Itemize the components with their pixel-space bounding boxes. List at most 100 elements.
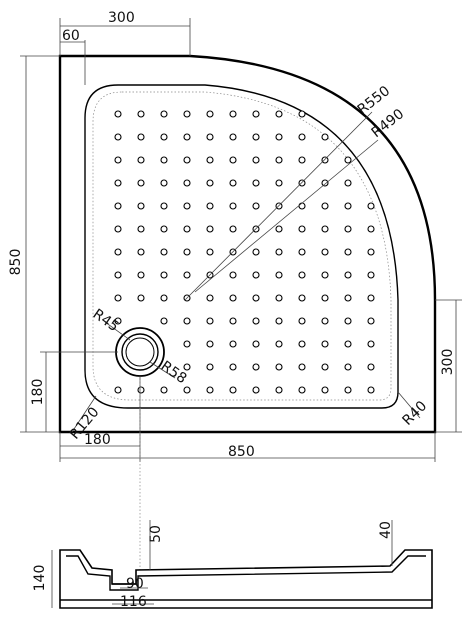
label-180-bottom: 180: [84, 432, 111, 448]
dot: [321, 156, 329, 164]
dot: [137, 225, 145, 233]
section-profile: [59, 549, 433, 609]
dot: [114, 156, 122, 164]
dot: [137, 248, 145, 256]
dot: [275, 294, 283, 302]
dot: [367, 363, 375, 371]
basin-dotted-edge: [92, 91, 392, 401]
dot: [137, 202, 145, 210]
dot: [275, 248, 283, 256]
dot: [160, 133, 168, 141]
dot: [114, 225, 122, 233]
dot: [298, 340, 306, 348]
dot: [160, 317, 168, 325]
dot: [321, 271, 329, 279]
dot: [229, 202, 237, 210]
dot: [183, 179, 191, 187]
dot: [344, 386, 352, 394]
dot: [183, 225, 191, 233]
label-116: 116: [120, 594, 147, 610]
dot: [321, 133, 329, 141]
label-90: 90: [126, 576, 144, 592]
dot: [344, 294, 352, 302]
dot: [321, 179, 329, 187]
dot: [344, 271, 352, 279]
r40-leader: [397, 391, 421, 419]
dot: [298, 363, 306, 371]
dot: [367, 317, 375, 325]
dot: [137, 179, 145, 187]
dot: [206, 248, 214, 256]
label-300-right: 300: [440, 349, 456, 376]
dot: [298, 271, 306, 279]
dot: [160, 179, 168, 187]
dot: [252, 110, 260, 118]
dot: [114, 133, 122, 141]
dot: [321, 248, 329, 256]
dot: [114, 317, 122, 325]
dot: [114, 110, 122, 118]
dot: [183, 133, 191, 141]
dot: [160, 110, 168, 118]
dot: [206, 110, 214, 118]
dot: [183, 202, 191, 210]
dot: [229, 156, 237, 164]
dot: [206, 133, 214, 141]
dot: [298, 110, 306, 118]
dot: [229, 340, 237, 348]
dot: [321, 386, 329, 394]
dot: [321, 363, 329, 371]
dot: [229, 110, 237, 118]
dot: [114, 248, 122, 256]
dot: [275, 317, 283, 325]
dot: [367, 271, 375, 279]
dot: [298, 317, 306, 325]
dot: [206, 156, 214, 164]
dot: [344, 179, 352, 187]
dot: [229, 386, 237, 394]
dot: [229, 271, 237, 279]
dot: [137, 133, 145, 141]
dot: [321, 340, 329, 348]
dot: [206, 386, 214, 394]
dot: [183, 386, 191, 394]
dot: [114, 294, 122, 302]
dot: [137, 294, 145, 302]
dot: [183, 271, 191, 279]
dot: [275, 340, 283, 348]
tray-outer-outline: [58, 54, 437, 434]
dot: [252, 133, 260, 141]
dot: [275, 225, 283, 233]
dot: [183, 110, 191, 118]
dot: [183, 317, 191, 325]
label-300-top: 300: [108, 10, 135, 26]
dot: [298, 133, 306, 141]
dot: [298, 179, 306, 187]
dot: [321, 225, 329, 233]
dot: [252, 271, 260, 279]
dot: [298, 202, 306, 210]
dot: [344, 317, 352, 325]
dot: [252, 386, 260, 394]
dot: [298, 386, 306, 394]
dot: [137, 110, 145, 118]
dot: [298, 248, 306, 256]
dot: [367, 225, 375, 233]
label-180-left: 180: [30, 379, 46, 406]
dot: [275, 363, 283, 371]
plan-view: 300 60 850 R550 R490 R45 R58 R120 R40 30…: [8, 10, 462, 590]
label-60: 60: [62, 28, 80, 44]
section-inner-shell: [66, 555, 426, 591]
r120-leader: [71, 395, 97, 433]
dot: [206, 340, 214, 348]
dot: [298, 225, 306, 233]
label-850-left: 850: [8, 249, 24, 276]
dot: [344, 363, 352, 371]
anti-slip-dots: [114, 110, 375, 394]
dot: [160, 202, 168, 210]
dot: [229, 317, 237, 325]
dot: [229, 133, 237, 141]
label-140: 140: [32, 565, 48, 592]
section-view: 140 50 40 90 116: [32, 520, 433, 610]
dot: [137, 271, 145, 279]
